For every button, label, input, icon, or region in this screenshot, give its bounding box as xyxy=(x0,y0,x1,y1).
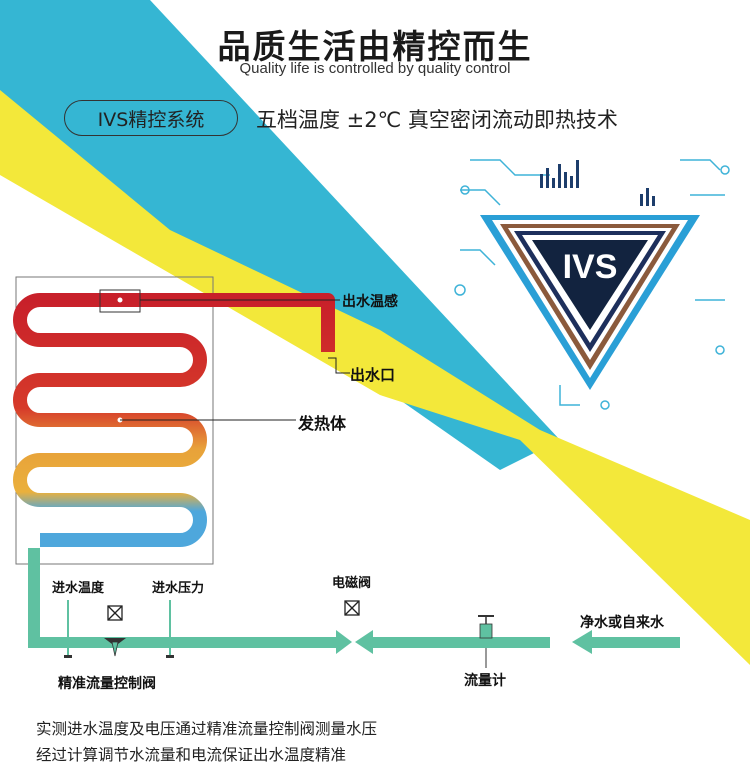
flow-control-valve-icon xyxy=(104,638,126,657)
inlet-pressure-probe-tip xyxy=(166,655,174,658)
inlet-pipe xyxy=(28,548,680,654)
description-line-1: 实测进水温度及电压通过精准流量控制阀测量水压 xyxy=(36,720,378,738)
label-flow-meter: 流量计 xyxy=(464,673,506,689)
label-solenoid-valve: 电磁阀 xyxy=(332,576,372,591)
triangle-core xyxy=(532,240,648,330)
feature-text: 五档温度 ±2℃ 真空密闭流动即热技术 xyxy=(256,108,618,132)
circuit-lines xyxy=(454,159,730,410)
heating-coil xyxy=(13,293,335,547)
ivs-emblem-text: IVS xyxy=(563,248,618,286)
label-water-source: 净水或自来水 xyxy=(580,615,664,631)
flow-valve-symbol xyxy=(107,605,123,621)
label-inlet-temp: 进水温度 xyxy=(52,581,105,596)
label-flow-control-valve: 精准流量控制阀 xyxy=(58,676,156,692)
cyan-band xyxy=(0,0,560,470)
ivs-emblem: IVS xyxy=(454,159,730,410)
label-inlet-pressure: 进水压力 xyxy=(152,581,205,596)
ivs-system-pill: IVS精控系统 xyxy=(64,100,238,136)
yellow-band xyxy=(0,90,750,665)
page-title: 品质生活由精控而生 xyxy=(217,27,533,66)
flow-meter-icon xyxy=(478,615,494,668)
page-subtitle: Quality life is controlled by quality co… xyxy=(239,60,511,77)
temp-sensor-box xyxy=(99,289,141,313)
temp-sensor-dot xyxy=(117,297,123,303)
leader-outlet xyxy=(328,357,350,374)
description-line-2: 经过计算调节水流量和电流保证出水温度精准 xyxy=(36,746,347,764)
label-outlet: 出水口 xyxy=(350,366,396,384)
label-heater: 发热体 xyxy=(298,414,347,433)
solenoid-valve-symbol xyxy=(344,600,360,616)
bar-graph-icon xyxy=(540,160,655,206)
inlet-temp-probe-tip xyxy=(64,655,72,658)
label-outlet-temp-sensor: 出水温感 xyxy=(342,294,398,310)
ivs-system-label: IVS精控系统 xyxy=(97,108,205,131)
